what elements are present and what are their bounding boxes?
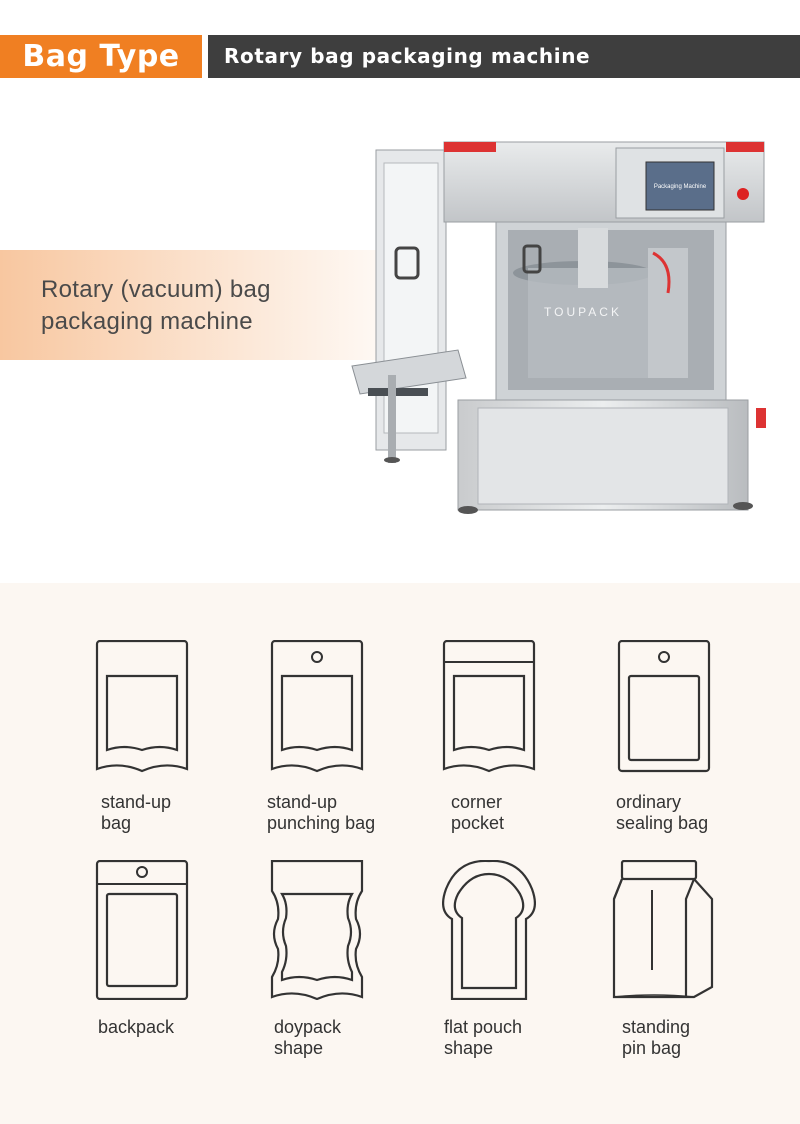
hero-title: Rotary (vacuum) bag packaging machine <box>41 276 271 335</box>
corner-pocket-icon <box>442 640 536 773</box>
bag-type-label: corner pocket <box>451 792 505 833</box>
bag-type-label: stand-up punching bag <box>267 792 376 833</box>
backpack-icon <box>95 860 189 1000</box>
rotary-packaging-machine-image: Packaging Machine TOUPACK <box>351 141 766 514</box>
standing-pin-bag-icon <box>612 860 714 999</box>
bag-type-label: backpack <box>98 1017 175 1037</box>
bag-type-item: standing pin bag <box>612 860 782 1060</box>
hero-section: Rotary (vacuum) bag packaging machine Pa… <box>0 78 800 583</box>
stand-up-punching-bag-icon <box>270 640 364 773</box>
bag-type-item: stand-up punching bag <box>267 640 440 840</box>
doypack-shape-icon <box>270 860 364 1000</box>
title-band <box>0 250 430 360</box>
bag-type-item: backpack <box>95 860 265 1060</box>
bag-types-panel: stand-up bag stand-up punching bag corne… <box>0 583 800 1124</box>
section-title: Rotary bag packaging machine <box>208 35 800 78</box>
machine-watermark: TOUPACK <box>544 305 622 319</box>
section-tag: Bag Type <box>0 35 202 78</box>
bag-type-item: ordinary sealing bag <box>616 640 787 840</box>
page-header: Bag Type Rotary bag packaging machine <box>0 35 800 78</box>
machine-screen-text: Packaging Machine <box>654 184 707 190</box>
bag-type-label: ordinary sealing bag <box>616 792 709 833</box>
bag-type-label: doypack shape <box>274 1017 342 1058</box>
bag-type-label: standing pin bag <box>622 1017 691 1058</box>
bag-type-label: flat pouch shape <box>444 1017 523 1058</box>
bag-type-item: stand-up bag <box>95 640 265 840</box>
flat-pouch-shape-icon <box>442 860 536 1000</box>
bag-type-item: doypack shape <box>270 860 440 1060</box>
bag-type-item: corner pocket <box>442 640 612 840</box>
bag-type-label: stand-up bag <box>101 792 172 833</box>
ordinary-sealing-bag-icon <box>617 640 711 773</box>
bag-type-item: flat pouch shape <box>442 860 612 1060</box>
stand-up-bag-icon <box>95 640 189 773</box>
